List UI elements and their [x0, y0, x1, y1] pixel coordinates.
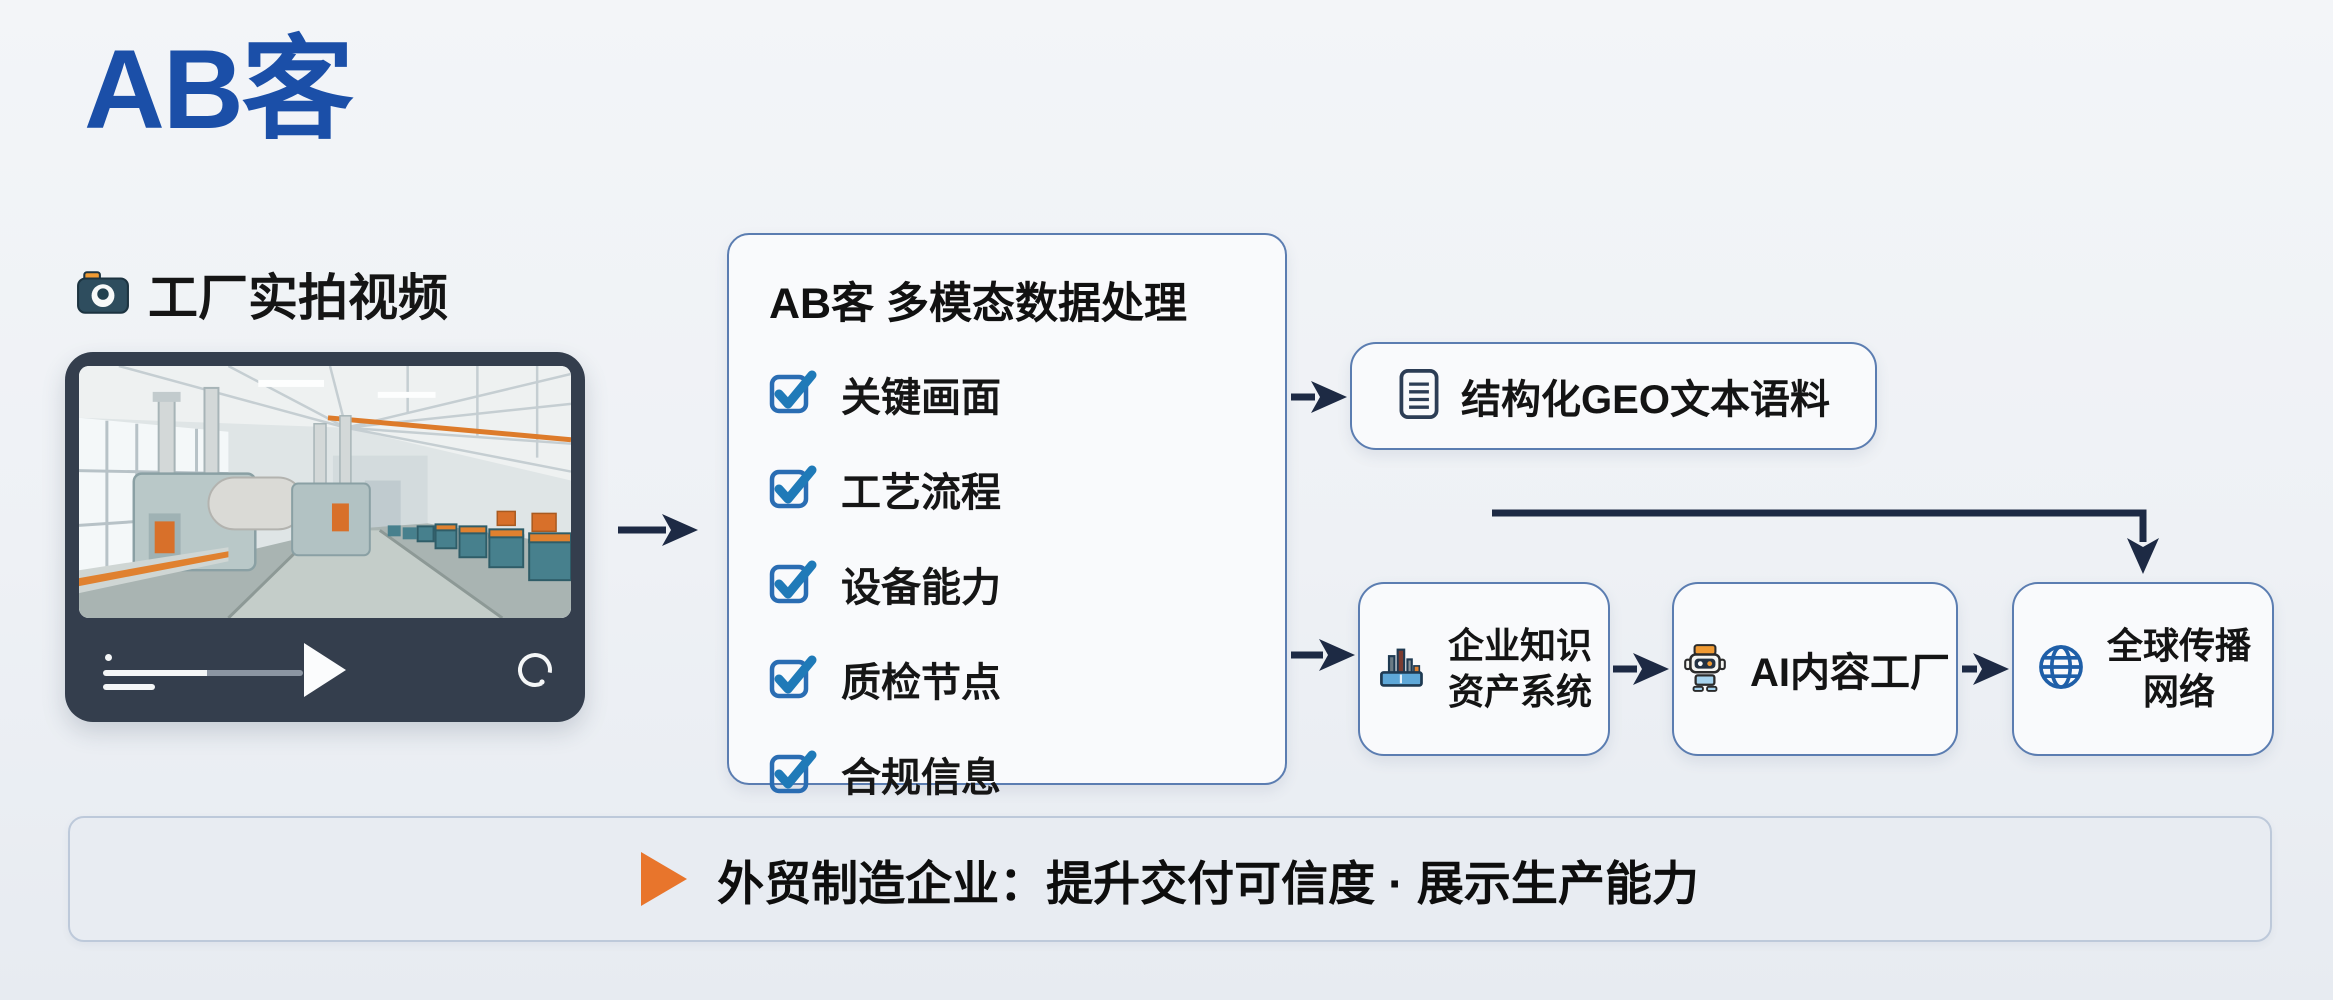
knowledge-asset-line2: 资产系统	[1447, 671, 1592, 712]
footer-text: 外贸制造企业：提升交付可信度 · 展示生产能力	[717, 856, 1699, 910]
play-icon[interactable]	[304, 643, 346, 697]
checklist-item: 质检节点	[769, 650, 1285, 708]
checklist-item-label: 质检节点	[841, 661, 1001, 705]
progress-bar[interactable]	[103, 670, 303, 676]
video-player[interactable]	[65, 352, 585, 722]
document-icon	[1397, 367, 1441, 426]
checklist-item-label: 合规信息	[841, 756, 1001, 800]
checkbox-checked-icon	[769, 654, 817, 705]
checkbox-checked-icon	[769, 369, 817, 420]
progress-bar-secondary	[103, 684, 155, 690]
brand-logo: AB客	[84, 27, 354, 152]
global-network-line1: 全球传播	[2106, 624, 2251, 666]
camera-icon	[76, 269, 130, 320]
video-thumbnail	[79, 366, 571, 618]
global-network-box: 全球传播 网络	[2012, 582, 2274, 756]
checklist-item: 工艺流程	[769, 460, 1285, 518]
knowledge-asset-label: 企业知识 资产系统	[1448, 623, 1592, 715]
robot-icon	[1680, 642, 1730, 697]
checklist-item-label: 工艺流程	[841, 471, 1001, 515]
factory-icon	[1376, 645, 1428, 694]
process-box: AB客 多模态数据处理 关键画面 工艺流程 设备能力 质检节点 合规信息	[727, 233, 1287, 800]
checklist-item: 设备能力	[769, 555, 1285, 613]
video-section-title: 工厂实拍视频	[148, 270, 448, 326]
checklist-item-label: 设备能力	[841, 566, 1001, 610]
geo-corpus-label: 结构化GEO文本语料	[1461, 378, 1830, 422]
knowledge-asset-line1: 企业知识	[1447, 624, 1592, 666]
ai-content-factory-label: AI内容工厂	[1750, 651, 1950, 695]
ai-content-factory-box: AI内容工厂	[1672, 582, 1958, 756]
global-network-label: 全球传播 网络	[2107, 623, 2251, 715]
knowledge-asset-box: 企业知识 资产系统	[1358, 582, 1610, 756]
globe-icon	[2035, 641, 2087, 698]
checkbox-checked-icon	[769, 559, 817, 610]
progress-dot	[105, 654, 112, 661]
process-box-title: AB客 多模态数据处理	[769, 280, 1188, 328]
arrow-geo-to-global-elbow	[1492, 509, 2159, 574]
play-triangle-icon	[641, 852, 688, 906]
loop-icon[interactable]	[515, 650, 555, 690]
checkbox-checked-icon	[769, 464, 817, 515]
checklist-item: 关键画面	[769, 365, 1285, 423]
video-section-label: 工厂实拍视频	[76, 258, 448, 330]
checkbox-checked-icon	[769, 749, 817, 800]
video-controls	[65, 618, 585, 722]
checklist-item: 合规信息	[769, 745, 1285, 803]
footer-banner: 外贸制造企业：提升交付可信度 · 展示生产能力	[68, 816, 2272, 942]
checklist-item-label: 关键画面	[841, 376, 1001, 420]
process-checklist: 关键画面 工艺流程 设备能力 质检节点 合规信息	[769, 365, 1285, 803]
global-network-line2: 网络	[2142, 671, 2215, 712]
geo-corpus-box: 结构化GEO文本语料	[1350, 342, 1877, 450]
